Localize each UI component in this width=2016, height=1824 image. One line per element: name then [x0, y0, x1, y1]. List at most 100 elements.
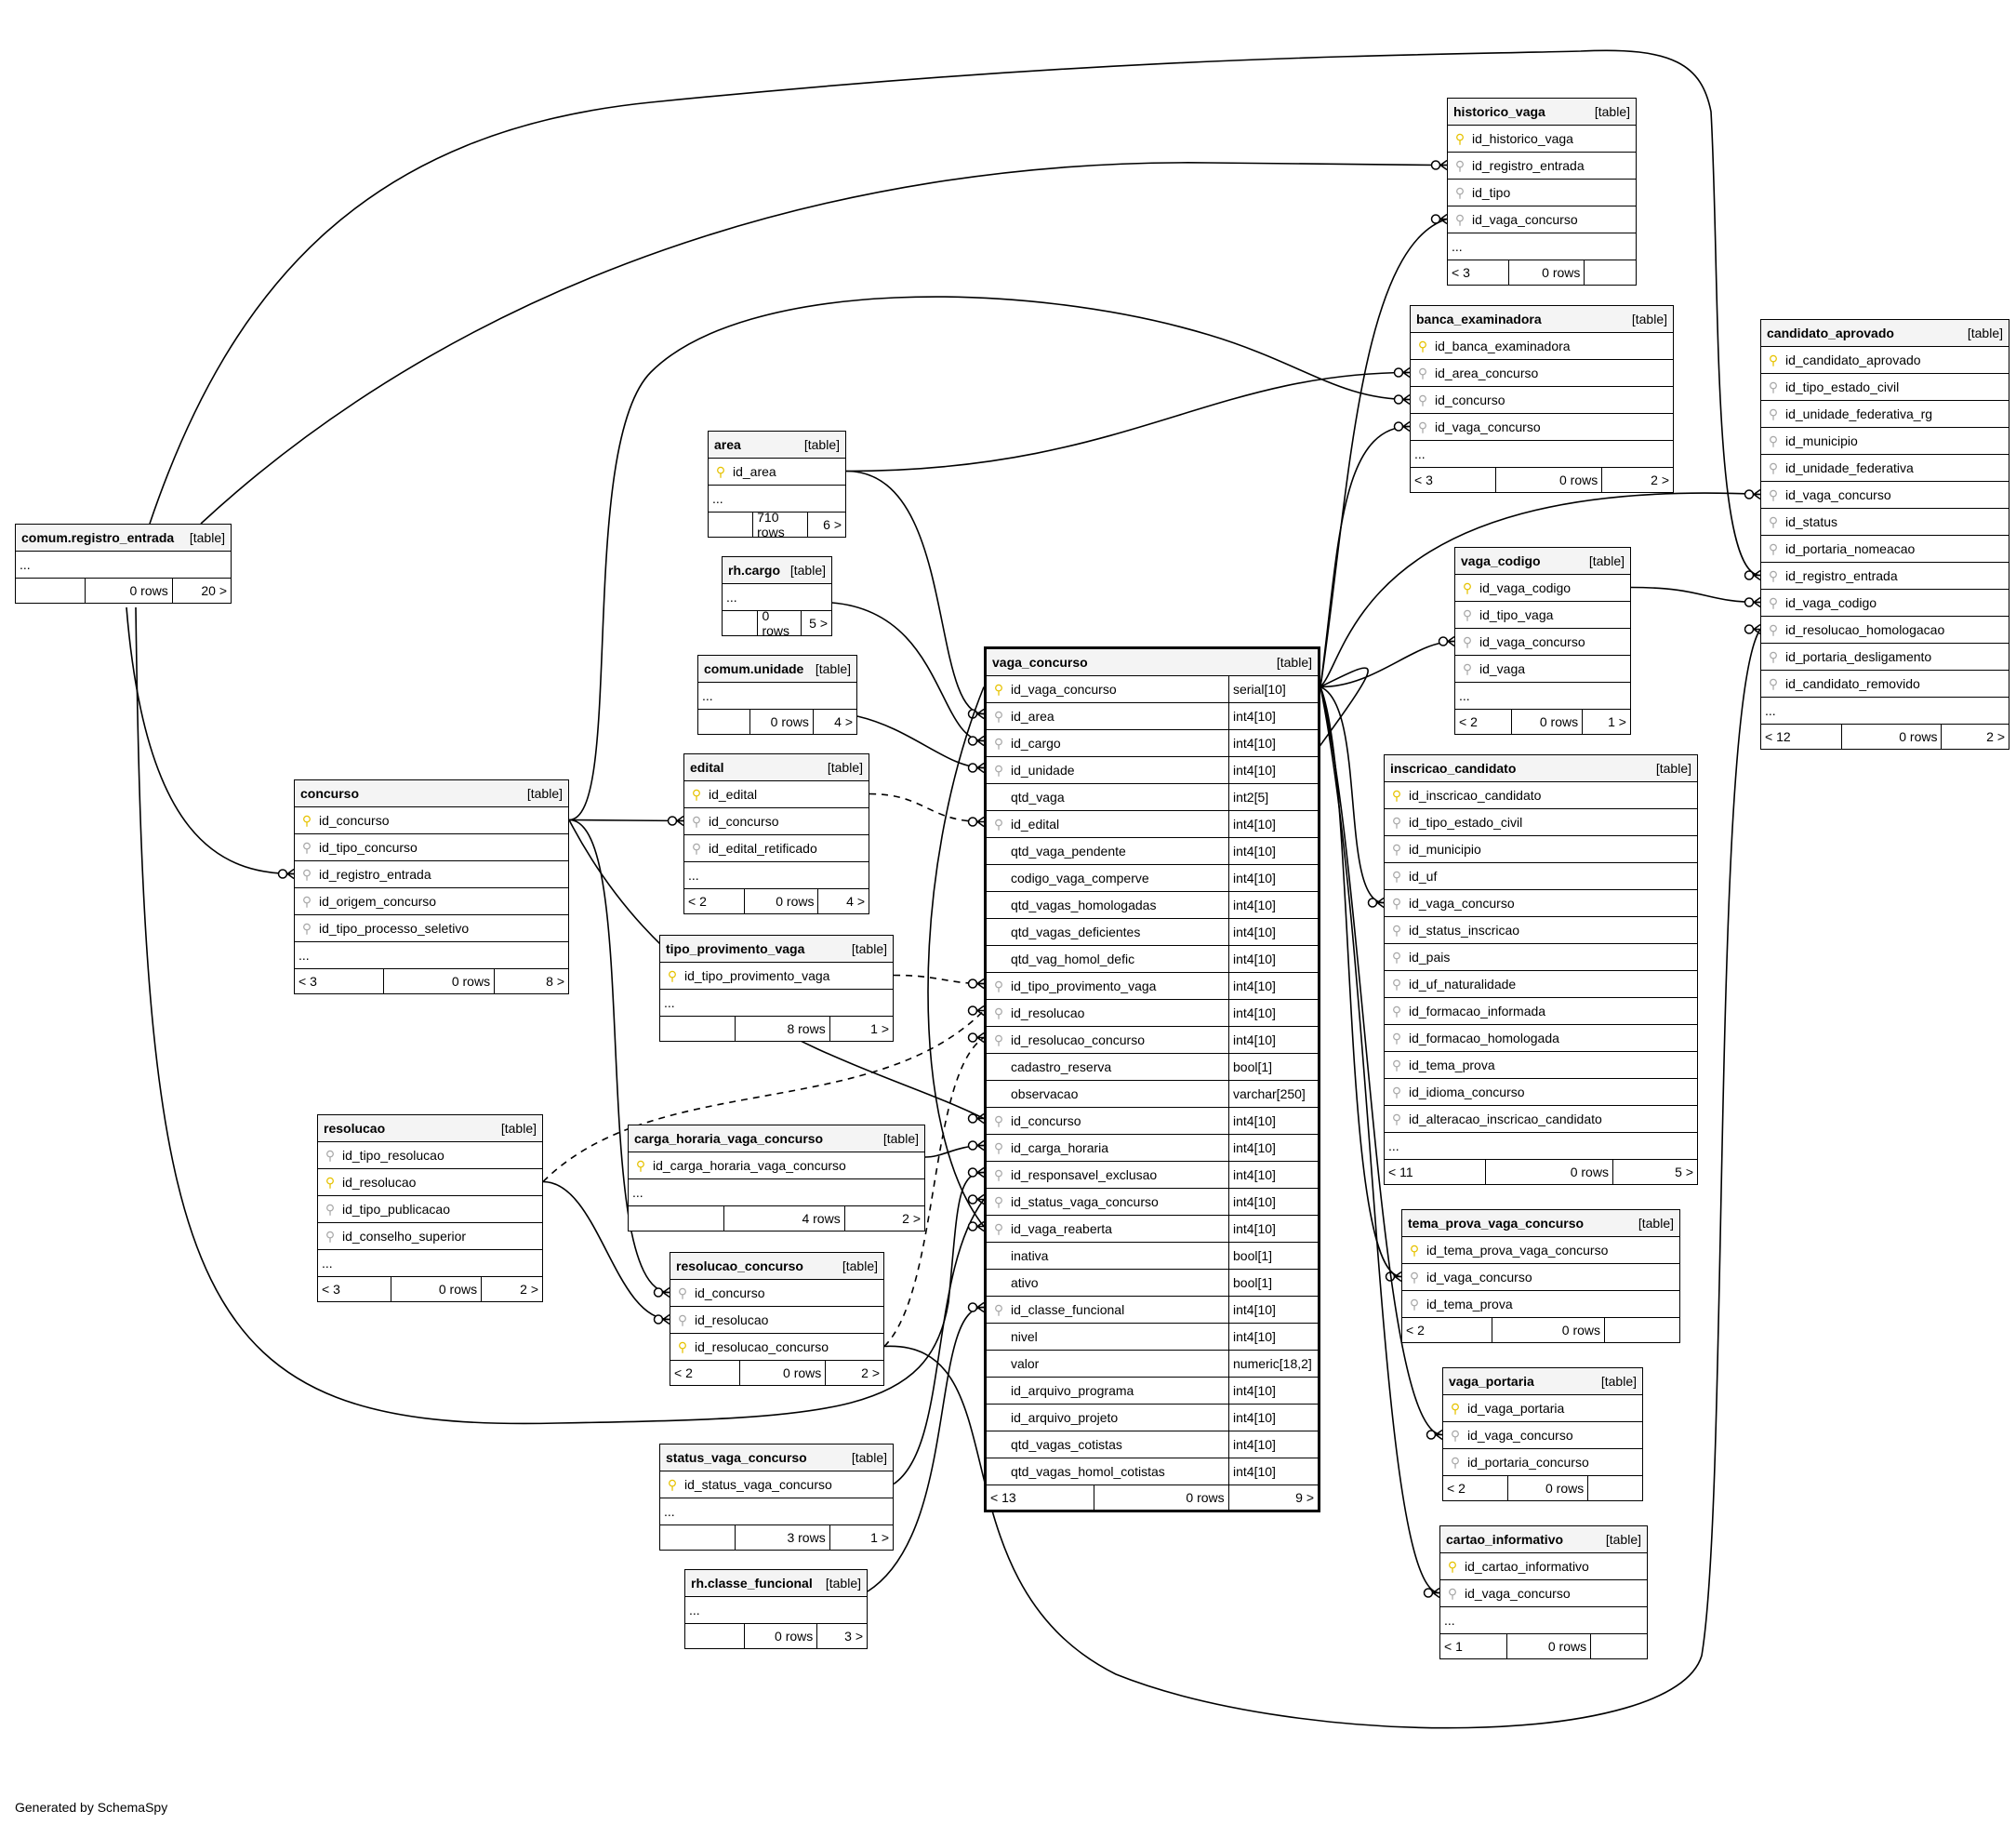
more-columns-row[interactable]: ...	[709, 486, 845, 513]
table-header[interactable]: resolucao[table]	[318, 1115, 542, 1142]
table-header[interactable]: rh.cargo[table]	[723, 557, 831, 584]
column-row[interactable]: ⚲id_conselho_superior	[318, 1223, 542, 1250]
parents-count[interactable]: < 3	[1448, 260, 1509, 285]
parents-count[interactable]: < 1	[1440, 1634, 1508, 1658]
parents-count[interactable]	[660, 1017, 736, 1041]
table-header[interactable]: comum.registro_entrada[table]	[16, 525, 231, 552]
table-header[interactable]: vaga_codigo[table]	[1455, 548, 1630, 575]
parents-count[interactable]	[629, 1206, 725, 1231]
parents-count[interactable]: < 3	[295, 969, 384, 993]
parents-count[interactable]	[660, 1525, 736, 1550]
table-name[interactable]: vaga_concurso	[992, 655, 1088, 670]
column-row[interactable]: ⚲id_municipio	[1761, 428, 2009, 455]
table-banca-examinadora[interactable]: banca_examinadora[table]⚲id_banca_examin…	[1410, 305, 1674, 493]
children-count[interactable]: 1 >	[1608, 714, 1626, 729]
column-row[interactable]: ⚲id_vaga_concurso	[1385, 890, 1697, 917]
more-columns-row[interactable]: ...	[1448, 233, 1636, 260]
column-row[interactable]: ⚲id_vaga_concurso	[1402, 1264, 1679, 1291]
table-name[interactable]: inscricao_candidato	[1390, 761, 1517, 776]
more-columns-row[interactable]: ...	[1440, 1607, 1647, 1634]
table-status-vaga-concurso[interactable]: status_vaga_concurso[table]⚲id_status_va…	[659, 1444, 894, 1551]
table-name[interactable]: rh.cargo	[728, 563, 781, 578]
table-header[interactable]: resolucao_concurso[table]	[670, 1253, 883, 1280]
more-columns-row[interactable]: ...	[295, 942, 568, 969]
table-header[interactable]: tema_prova_vaga_concurso[table]	[1402, 1210, 1679, 1237]
parents-count[interactable]: < 2	[684, 889, 745, 913]
children-count[interactable]: 2 >	[1986, 729, 2005, 744]
column-row[interactable]: ⚲id_origem_concurso	[295, 888, 568, 915]
table-tipo-provimento-vaga[interactable]: tipo_provimento_vaga[table]⚲id_tipo_prov…	[659, 935, 894, 1042]
table-resolucao[interactable]: resolucao[table]⚲id_tipo_resolucao⚲id_re…	[317, 1114, 543, 1302]
column-row[interactable]: ⚲id_concurso	[684, 808, 869, 835]
children-count[interactable]: 3 >	[844, 1629, 863, 1644]
children-count[interactable]	[1588, 1476, 1642, 1500]
column-row[interactable]: ⚲id_inscricao_candidato	[1385, 782, 1697, 809]
column-row[interactable]: ⚲id_uf_naturalidade	[1385, 971, 1697, 998]
column-row[interactable]: ⚲id_unidade_federativa	[1761, 455, 2009, 482]
children-count[interactable]: 2 >	[902, 1211, 921, 1226]
column-row[interactable]: ⚲id_portaria_nomeacao	[1761, 536, 2009, 563]
column-row[interactable]: ⚲id_municipio	[1385, 836, 1697, 863]
column-row[interactable]: ⚲id_unidade_federativa_rg	[1761, 401, 2009, 428]
children-count[interactable]: 4 >	[846, 894, 865, 909]
column-row[interactable]: ⚲id_resolucao_homologacao	[1761, 617, 2009, 644]
children-count[interactable]: 4 >	[834, 714, 854, 729]
table-header[interactable]: carga_horaria_vaga_concurso[table]	[629, 1125, 924, 1152]
parents-count[interactable]	[709, 513, 754, 537]
parents-count[interactable]	[723, 611, 759, 635]
children-count[interactable]: 8 >	[546, 974, 564, 989]
parents-count[interactable]: < 2	[1443, 1476, 1508, 1500]
more-columns-row[interactable]: ...	[684, 862, 869, 889]
column-row[interactable]: ⚲id_tema_prova_vaga_concurso	[1402, 1237, 1679, 1264]
column-row[interactable]: ⚲id_edital	[684, 781, 869, 808]
column-row[interactable]: ⚲id_tipo	[1448, 180, 1636, 206]
table-header[interactable]: vaga_concurso[table]	[987, 649, 1318, 676]
column-row[interactable]: ⚲id_edital_retificado	[684, 835, 869, 862]
column-row[interactable]: ⚲id_tipo_provimento_vaga	[660, 963, 893, 990]
more-columns-row[interactable]: ...	[660, 1498, 893, 1525]
table-concurso[interactable]: concurso[table]⚲id_concurso⚲id_tipo_conc…	[294, 779, 569, 994]
column-row[interactable]: ⚲id_vaga_concurso	[1448, 206, 1636, 233]
children-count[interactable]: 9 >	[1295, 1490, 1314, 1505]
children-count[interactable]: 6 >	[823, 517, 842, 532]
table-header[interactable]: status_vaga_concurso[table]	[660, 1445, 893, 1471]
table-carga-horaria-vaga-concurso[interactable]: carga_horaria_vaga_concurso[table]⚲id_ca…	[628, 1125, 925, 1232]
children-count[interactable]: 5 >	[809, 616, 828, 631]
more-columns-row[interactable]: ...	[318, 1250, 542, 1277]
table-name[interactable]: tipo_provimento_vaga	[666, 941, 805, 956]
children-count[interactable]: 1 >	[870, 1021, 889, 1036]
column-row[interactable]: ⚲id_vaga_concurso	[1411, 414, 1673, 441]
column-row[interactable]: ⚲id_vaga_codigo	[1455, 575, 1630, 602]
table-name[interactable]: banca_examinadora	[1416, 312, 1542, 326]
column-row[interactable]: ⚲id_status_vaga_concurso	[660, 1471, 893, 1498]
table-name[interactable]: concurso	[300, 786, 360, 801]
parents-count[interactable]	[685, 1624, 745, 1648]
table-name[interactable]: resolucao_concurso	[676, 1258, 803, 1273]
parents-count[interactable]: < 13	[987, 1485, 1094, 1510]
column-row[interactable]: ⚲id_historico_vaga	[1448, 126, 1636, 153]
column-row[interactable]: ⚲id_alteracao_inscricao_candidato	[1385, 1106, 1697, 1133]
parents-count[interactable]	[698, 710, 750, 734]
column-row[interactable]: ⚲id_tipo_resolucao	[318, 1142, 542, 1169]
column-row[interactable]: ⚲id_resolucao	[670, 1307, 883, 1334]
table-header[interactable]: edital[table]	[684, 754, 869, 781]
table-name[interactable]: resolucao	[324, 1121, 386, 1136]
